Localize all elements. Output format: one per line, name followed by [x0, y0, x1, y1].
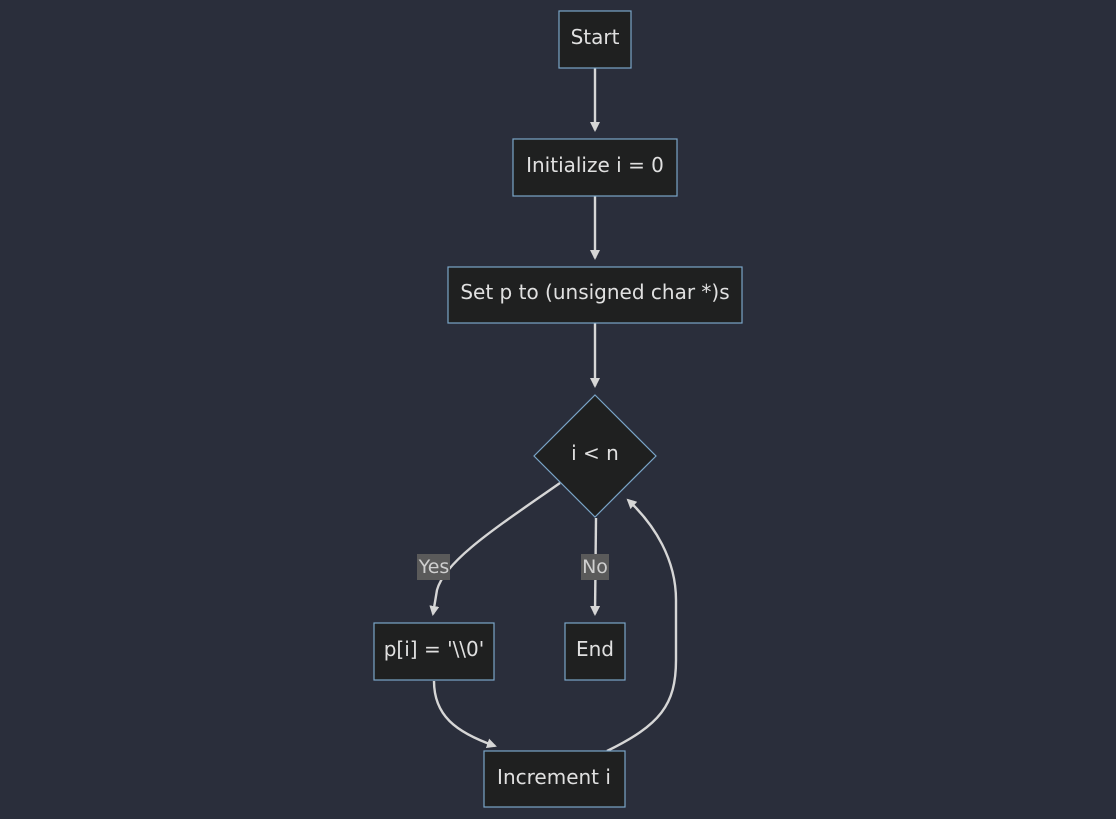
node-initialize-label: Initialize i = 0 — [526, 153, 664, 177]
node-set-p-label: Set p to (unsigned char *)s — [460, 280, 729, 304]
node-increment: Increment i — [483, 750, 626, 808]
node-start: Start — [558, 10, 632, 69]
edge-increment-to-condition — [606, 498, 678, 753]
edge-assign-to-increment — [432, 680, 497, 749]
node-end-label: End — [576, 637, 614, 661]
node-condition: i < n — [533, 394, 657, 518]
node-condition-label: i < n — [571, 441, 619, 465]
edge-label-yes: Yes — [417, 554, 450, 580]
node-increment-label: Increment i — [497, 765, 611, 789]
node-initialize: Initialize i = 0 — [512, 138, 678, 197]
edge-label-no-text: No — [582, 556, 608, 578]
node-end: End — [564, 622, 626, 681]
edge-label-yes-text: Yes — [418, 556, 450, 578]
edge-label-no: No — [581, 554, 609, 580]
node-assign-label: p[i] = '\\0' — [384, 637, 485, 661]
node-start-label: Start — [571, 25, 620, 49]
node-set-p: Set p to (unsigned char *)s — [447, 266, 743, 324]
edge-condition-yes — [429, 482, 561, 616]
node-assign: p[i] = '\\0' — [373, 622, 495, 681]
